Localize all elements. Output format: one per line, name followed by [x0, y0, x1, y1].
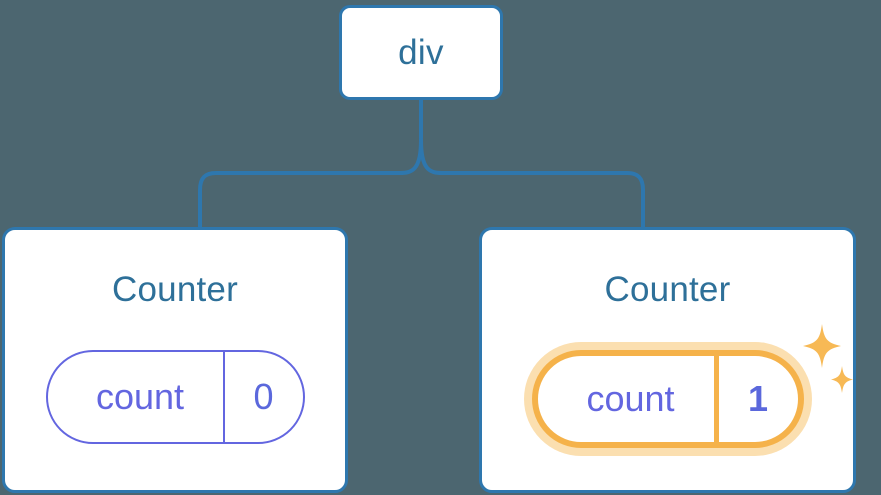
state-value-right: 1: [713, 356, 798, 442]
state-pill-left[interactable]: count 0: [45, 350, 305, 444]
connector-branch-left: [198, 138, 423, 229]
node-div[interactable]: div: [339, 5, 503, 100]
node-div-label: div: [398, 33, 444, 72]
state-pill-wrap-left: count 0: [5, 350, 345, 444]
node-counter-right[interactable]: Counter count 1: [479, 227, 856, 493]
state-value-left: 0: [222, 352, 303, 442]
node-counter-left[interactable]: Counter count 0: [2, 227, 348, 493]
state-pill-right-highlighted[interactable]: count 1: [531, 350, 804, 448]
connector-branch-right: [419, 138, 645, 229]
node-counter-left-title: Counter: [112, 270, 238, 309]
state-key-left: count: [95, 376, 185, 417]
state-key-right: count: [586, 378, 675, 419]
node-counter-right-title: Counter: [604, 270, 731, 309]
state-pill-wrap-right: count 1: [482, 350, 853, 448]
